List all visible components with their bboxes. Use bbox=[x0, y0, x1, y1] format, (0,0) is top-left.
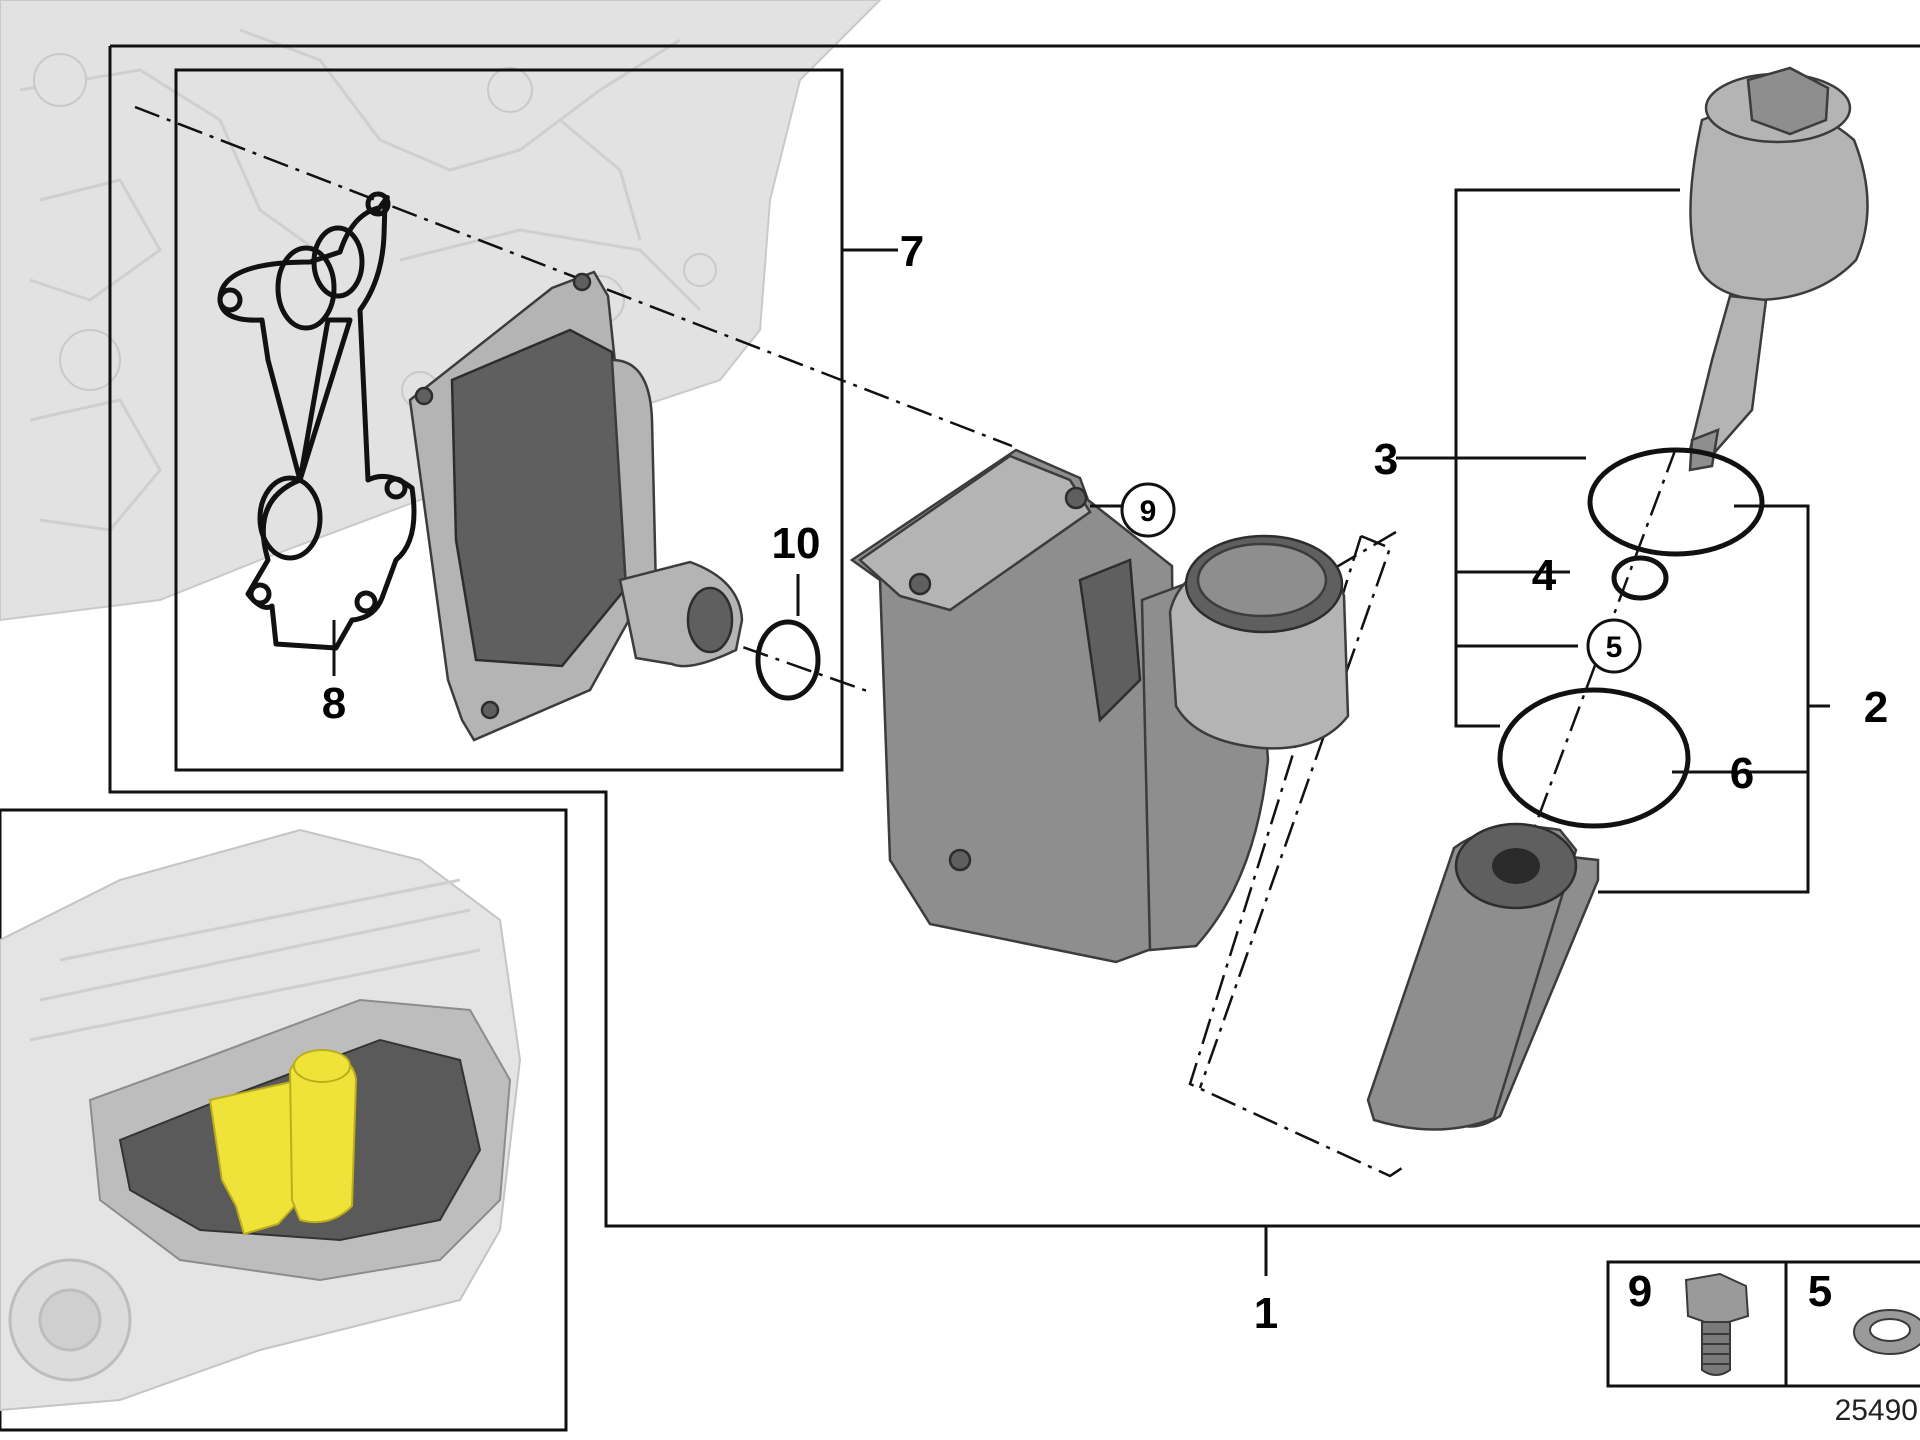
callout-circle-9 bbox=[1120, 482, 1176, 538]
bolt-icon bbox=[1684, 1272, 1750, 1376]
assembly-frame-outer bbox=[108, 44, 1920, 1228]
oil-filter-housing bbox=[849, 448, 1350, 964]
o-ring-10 bbox=[755, 619, 821, 701]
label-2: 2 bbox=[1864, 683, 1888, 732]
label-5: 5 bbox=[1606, 631, 1623, 664]
filter-cap bbox=[1688, 66, 1869, 472]
label-3: 3 bbox=[1374, 435, 1398, 484]
legend-label-5: 5 bbox=[1808, 1267, 1832, 1316]
label-9: 9 bbox=[1140, 495, 1157, 528]
engine-inset bbox=[0, 808, 568, 1432]
label-4: 4 bbox=[1532, 551, 1557, 600]
oil-cooler bbox=[408, 270, 744, 742]
callout-circle-5 bbox=[1586, 618, 1642, 674]
inset-frame bbox=[0, 808, 568, 1432]
washer-icon bbox=[1853, 1309, 1920, 1355]
legend-label-9: 9 bbox=[1628, 1267, 1652, 1316]
label-1: 1 bbox=[1254, 1289, 1278, 1338]
label-6: 6 bbox=[1730, 749, 1754, 798]
gasket bbox=[217, 191, 417, 651]
label-10: 10 bbox=[772, 519, 821, 568]
diagram-reference-number: 25490 bbox=[1835, 1394, 1918, 1427]
o-ring-6 bbox=[1497, 687, 1691, 829]
o-ring-4 bbox=[1611, 555, 1669, 601]
o-ring-3 bbox=[1587, 447, 1765, 557]
filter-element bbox=[1366, 822, 1600, 1131]
legend-box: 9 5 bbox=[1606, 1260, 1920, 1388]
legend-frame bbox=[1606, 1260, 1920, 1388]
engine-block-background bbox=[0, 0, 882, 622]
assembly-frame-inner bbox=[174, 68, 844, 772]
label-7: 7 bbox=[900, 227, 924, 276]
label-8: 8 bbox=[322, 679, 346, 728]
leader-lines bbox=[332, 188, 1830, 1276]
